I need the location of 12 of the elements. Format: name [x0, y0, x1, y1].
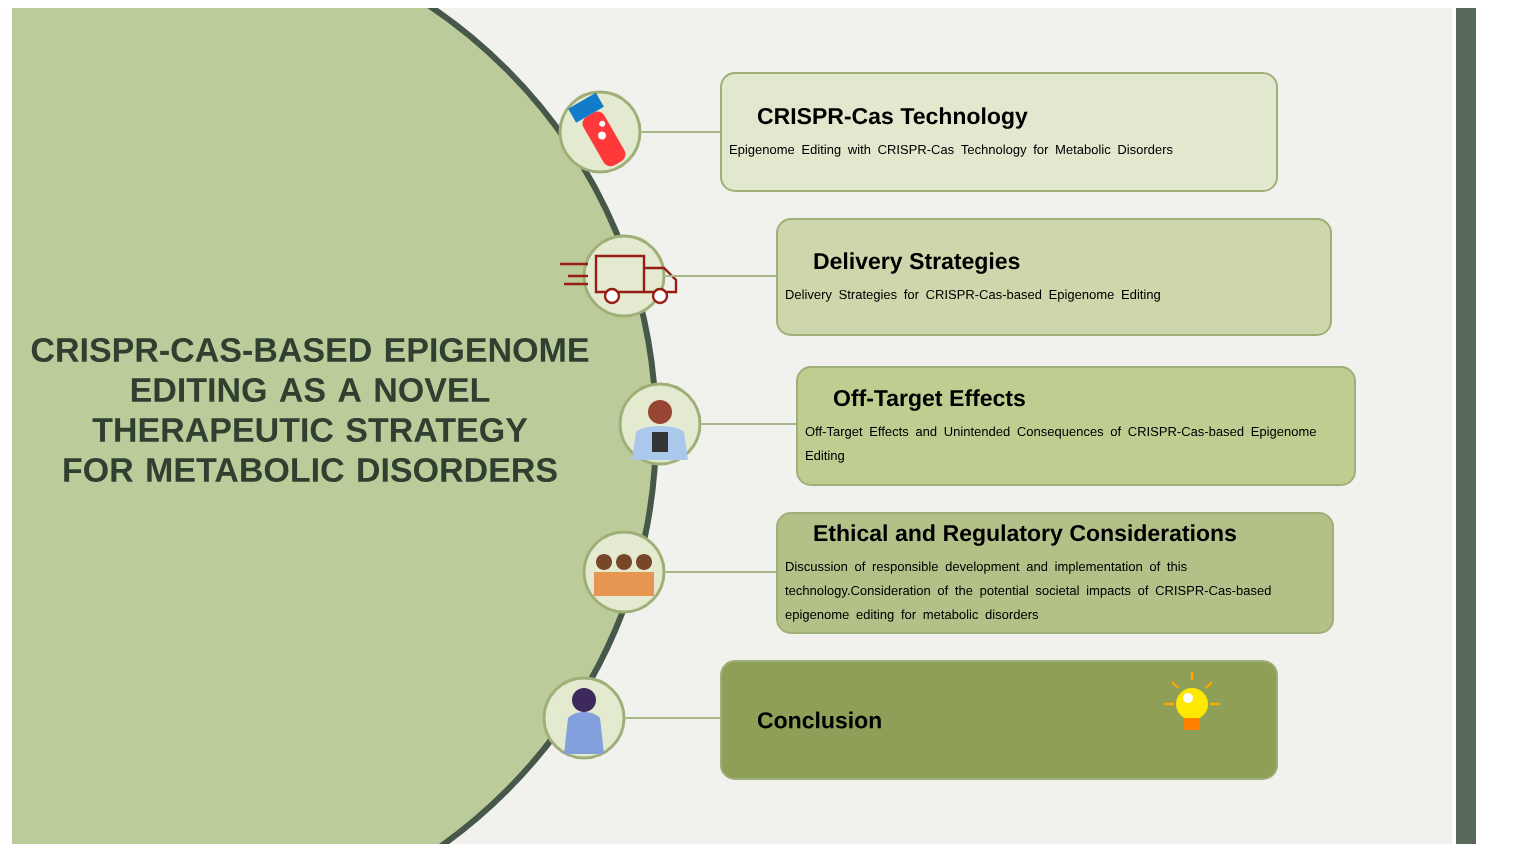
topic-box: Conclusion	[720, 660, 1278, 780]
nurse-icon	[542, 676, 626, 760]
doctor-icon	[618, 382, 702, 466]
people-icon	[582, 530, 666, 614]
connector-line	[624, 717, 721, 719]
half-circle-panel: CRISPR-CAS-BASED EPIGENOME EDITING AS A NOVEL THERAPEUTIC STRATEGY FOR METABOLIC DISORDERS	[12, 8, 659, 844]
connector-line	[664, 275, 777, 277]
connector-line	[700, 423, 797, 425]
connector-line	[640, 131, 721, 133]
truck-icon	[558, 234, 678, 318]
connector-line	[664, 571, 777, 573]
test-tube-icon	[558, 90, 642, 174]
